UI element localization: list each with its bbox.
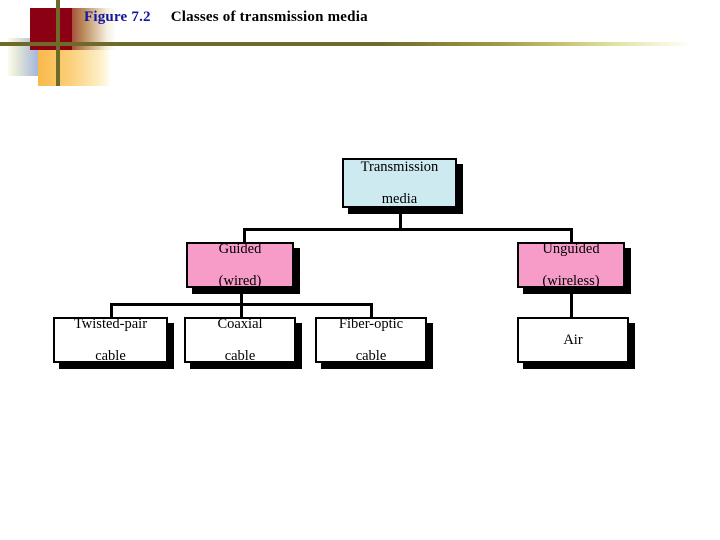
edge-root-stem — [399, 208, 402, 230]
node-fiber-optic-cable-line1: Fiber-optic — [338, 315, 404, 332]
edge-bus-to-coaxial — [240, 303, 243, 317]
node-unguided-line2: (wireless) — [542, 273, 600, 290]
node-unguided-line1: Unguided — [542, 240, 600, 257]
node-transmission-media-line1: Transmission — [360, 158, 439, 175]
node-coaxial-cable-line2: cable — [224, 348, 256, 365]
node-fiber-optic-cable[interactable]: Fiber-optic cable — [315, 315, 427, 365]
decor-horizontal-rule — [0, 42, 692, 46]
edge-guided-stem — [240, 288, 243, 305]
page-title: Figure 7.2 Classes of transmission media — [84, 9, 368, 26]
node-guided-line2: (wired) — [218, 273, 262, 290]
edge-bus-to-twisted-pair — [110, 303, 113, 317]
node-transmission-media[interactable]: Transmission media — [342, 158, 457, 208]
node-transmission-media-line2: media — [381, 191, 418, 208]
node-twisted-pair-cable-line1: Twisted-pair — [73, 315, 148, 332]
node-guided[interactable]: Guided (wired) — [186, 240, 294, 290]
figure-label: Figure 7.2 — [84, 9, 151, 25]
node-unguided[interactable]: Unguided (wireless) — [517, 240, 625, 290]
edge-bus-to-unguided — [570, 228, 573, 242]
node-fiber-optic-cable-line2: cable — [355, 348, 387, 365]
node-guided-line1: Guided — [218, 240, 262, 257]
figure-caption: Classes of transmission media — [170, 9, 368, 25]
node-coaxial-cable[interactable]: Coaxial cable — [184, 315, 296, 365]
edge-level1-bus — [243, 228, 573, 231]
node-coaxial-cable-line1: Coaxial — [217, 315, 263, 332]
edge-unguided-to-air — [570, 288, 573, 317]
decor-vertical-rule — [56, 0, 60, 86]
node-twisted-pair-cable[interactable]: Twisted-pair cable — [53, 315, 168, 365]
edge-bus-to-fiber-optic — [370, 303, 373, 317]
edge-bus-to-guided — [243, 228, 246, 242]
decor-orange-square — [38, 44, 110, 86]
node-twisted-pair-cable-line2: cable — [95, 348, 126, 365]
node-air-line1: Air — [563, 331, 583, 348]
node-air[interactable]: Air — [517, 317, 629, 363]
